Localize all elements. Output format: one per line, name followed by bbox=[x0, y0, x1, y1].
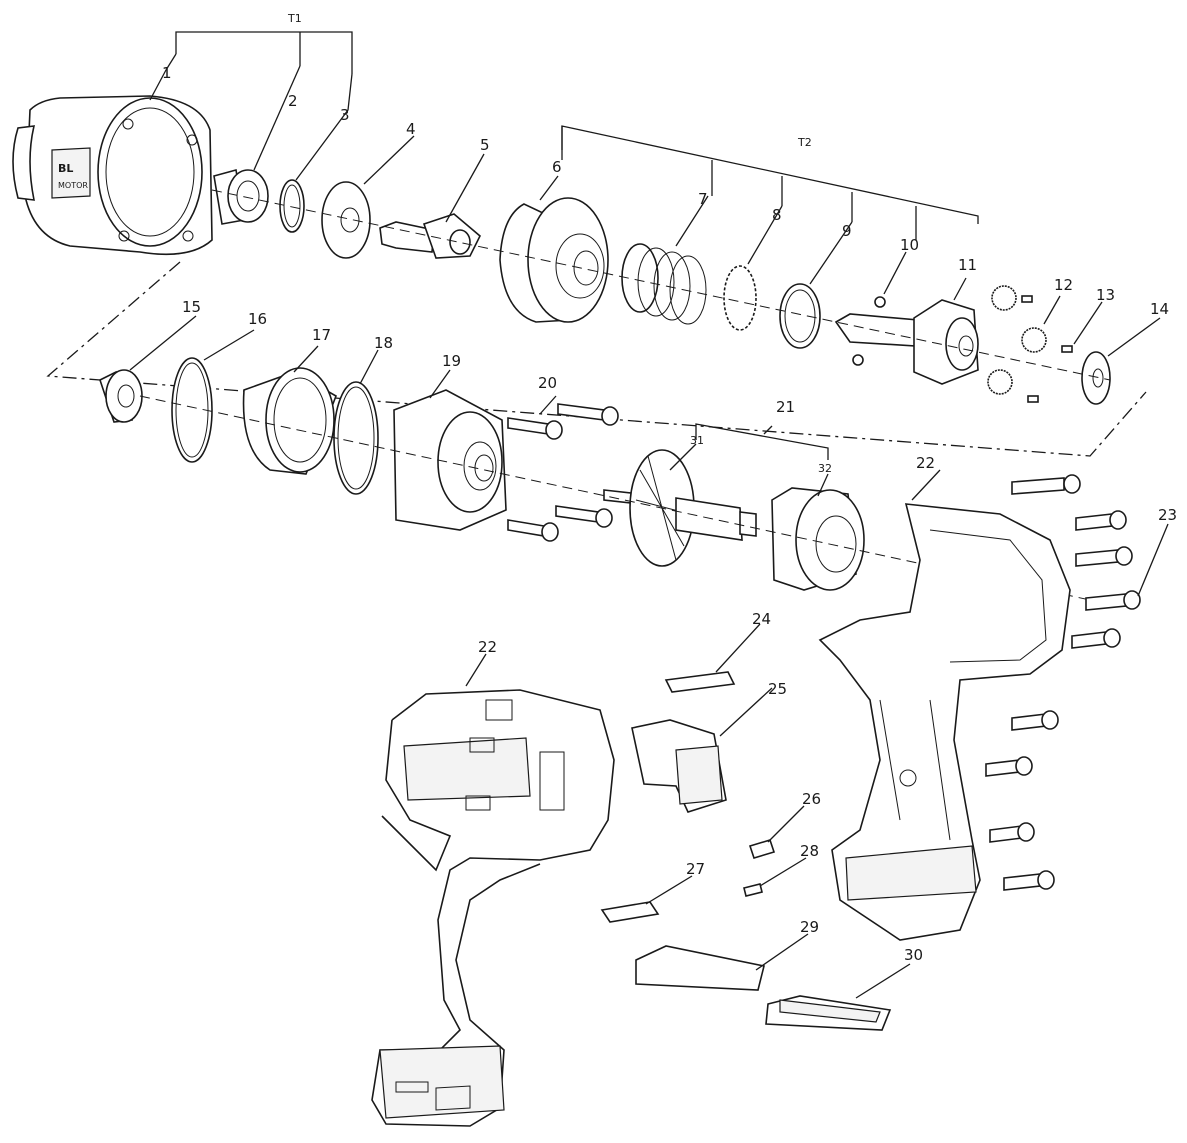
part-label: 1 bbox=[162, 64, 172, 82]
part-label: 8 bbox=[772, 206, 782, 224]
part-label: 22 bbox=[916, 454, 935, 472]
part-22-housing-left bbox=[371, 689, 615, 1127]
part-label: 12 bbox=[1054, 276, 1073, 294]
upper-assembly-axis bbox=[211, 189, 1111, 381]
part-label: 22 bbox=[478, 638, 497, 656]
part-label: 29 bbox=[800, 918, 819, 936]
part-label: 16 bbox=[248, 310, 267, 328]
part-label: 2 bbox=[288, 92, 298, 110]
part-2-bushing bbox=[213, 168, 269, 225]
sub-label-32: 32 bbox=[818, 462, 832, 475]
part-16-o-ring bbox=[171, 357, 213, 463]
group-label-t2: T2 bbox=[797, 136, 812, 149]
part-18-o-ring bbox=[333, 381, 379, 495]
part-labels: 1 2 3 4 5 6 7 8 9 10 11 12 13 14 15 16 1… bbox=[162, 64, 1177, 964]
part-label: 6 bbox=[552, 158, 562, 176]
part-31-rotor bbox=[603, 449, 757, 567]
part-30-battery-terminal bbox=[765, 995, 892, 1031]
part-11-spindle bbox=[834, 299, 979, 385]
part-24-switch-lever bbox=[664, 671, 736, 693]
part-5-anvil bbox=[379, 213, 481, 259]
part-label: 25 bbox=[768, 680, 787, 698]
part-label: 13 bbox=[1096, 286, 1115, 304]
part-label: 3 bbox=[340, 106, 350, 124]
part-25-trigger-switch bbox=[631, 719, 727, 813]
group-bracket-t2: T2 bbox=[561, 125, 979, 240]
sub-label-31: 31 bbox=[690, 434, 704, 447]
part-29-cover bbox=[635, 945, 765, 991]
part-label: 7 bbox=[698, 190, 708, 208]
part-4-washer bbox=[321, 181, 371, 259]
part-6-hammer bbox=[499, 197, 609, 323]
part-17-ring-gear bbox=[242, 367, 337, 475]
part-7-spring bbox=[621, 243, 707, 325]
part-label: 5 bbox=[480, 136, 490, 154]
part-20-screws bbox=[507, 403, 619, 542]
part-10-ball bbox=[874, 296, 886, 308]
group-bracket-t1: T1 bbox=[165, 12, 353, 74]
part-1-gear-housing: BL MOTOR bbox=[12, 95, 213, 256]
part-label: 23 bbox=[1158, 506, 1177, 524]
part-15-bearing bbox=[99, 369, 143, 423]
part-9-washer bbox=[779, 283, 821, 349]
part-12-planet-gears bbox=[987, 285, 1047, 395]
part-label: 11 bbox=[958, 256, 977, 274]
part-27-plate bbox=[600, 901, 660, 923]
part-label: 4 bbox=[406, 120, 416, 138]
part-label: 18 bbox=[374, 334, 393, 352]
part-label: 10 bbox=[900, 236, 919, 254]
part-label: 9 bbox=[842, 222, 852, 240]
part-23-screws bbox=[985, 474, 1141, 891]
group-bracket-21: 21 31 32 bbox=[690, 398, 832, 475]
part-26-switch-part bbox=[748, 839, 776, 859]
part-label: 30 bbox=[904, 946, 923, 964]
part-label: 14 bbox=[1150, 300, 1169, 318]
part-label: 20 bbox=[538, 374, 557, 392]
part-label: 27 bbox=[686, 860, 705, 878]
part-label: 15 bbox=[182, 298, 201, 316]
part-label: 28 bbox=[800, 842, 819, 860]
part-8-steel-balls bbox=[723, 265, 757, 331]
part-32-stator bbox=[771, 487, 865, 591]
part-label: 26 bbox=[802, 790, 821, 808]
part-label: 17 bbox=[312, 326, 331, 344]
part-28-pin bbox=[743, 883, 763, 897]
part-13-pins bbox=[1021, 295, 1073, 403]
motor-badge-motor: MOTOR bbox=[58, 181, 88, 190]
part-label: 24 bbox=[752, 610, 771, 628]
part-14-washer bbox=[1081, 351, 1111, 405]
motor-badge-bl: BL bbox=[58, 162, 73, 175]
part-19-end-cap bbox=[393, 389, 507, 531]
part-label: 19 bbox=[442, 352, 461, 370]
group-label-t1: T1 bbox=[287, 12, 302, 25]
group-label-21: 21 bbox=[776, 398, 795, 416]
part-22-housing-right bbox=[818, 503, 1071, 941]
